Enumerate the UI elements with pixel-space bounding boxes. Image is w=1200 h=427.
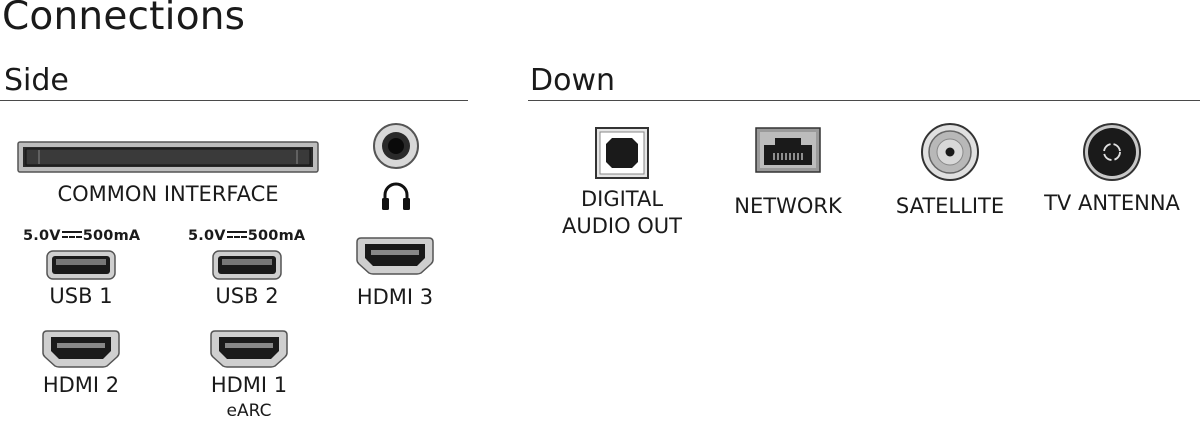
tv-antenna-connector-icon xyxy=(1083,123,1141,181)
network-label: NETWORK xyxy=(734,194,842,218)
down-divider xyxy=(528,100,1200,101)
hdmi1-label: HDMI 1 xyxy=(210,373,288,397)
headphone-jack-icon xyxy=(373,123,419,169)
common-interface-label: COMMON INTERFACE xyxy=(57,182,279,206)
usb1-label: USB 1 xyxy=(49,284,113,308)
usb2-label: USB 2 xyxy=(215,284,279,308)
hdmi-port-icon xyxy=(42,330,120,368)
optical-port-icon xyxy=(595,127,649,179)
hdmi2-label: HDMI 2 xyxy=(42,373,120,397)
digital-audio-out-label-line1: DIGITAL xyxy=(580,187,664,211)
section-title-down: Down xyxy=(530,63,616,98)
hdmi-port-icon xyxy=(356,237,434,275)
section-title-side: Side xyxy=(4,63,69,98)
usb-port-icon xyxy=(46,250,116,280)
page-title: Connections xyxy=(2,0,246,39)
digital-audio-out-label-line2: AUDIO OUT xyxy=(561,214,683,238)
dc-symbol-icon xyxy=(226,230,247,239)
ethernet-port-icon xyxy=(755,127,821,173)
tv-antenna-label: TV ANTENNA xyxy=(1044,191,1180,215)
hdmi1-earc-label: eARC xyxy=(226,401,272,421)
satellite-connector-icon xyxy=(921,123,979,181)
hdmi-port-icon xyxy=(210,330,288,368)
dc-symbol-icon xyxy=(61,230,82,239)
hdmi3-label: HDMI 3 xyxy=(356,285,434,309)
common-interface-slot-icon xyxy=(17,141,319,173)
side-divider xyxy=(0,100,468,101)
satellite-label: SATELLITE xyxy=(895,194,1005,218)
usb-port-icon xyxy=(212,250,282,280)
headphones-icon xyxy=(382,182,410,210)
